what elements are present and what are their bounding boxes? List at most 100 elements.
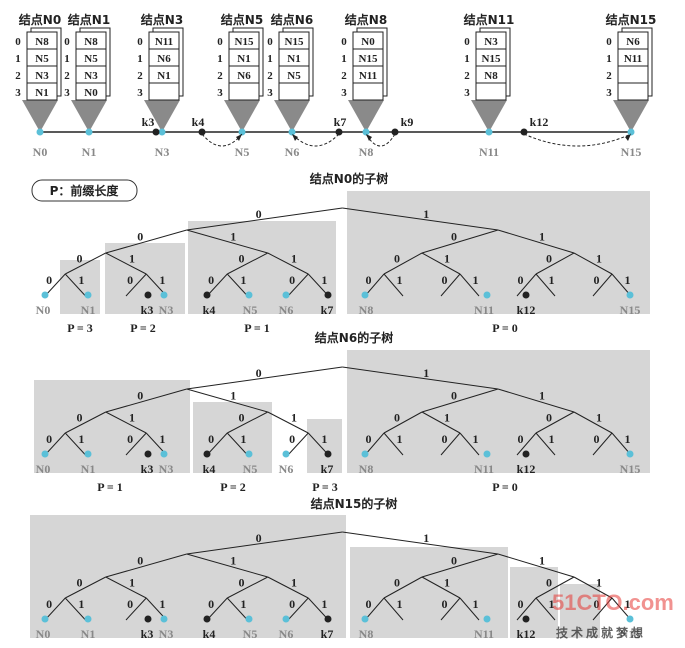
edge-bit-label: 1 [129,411,135,425]
edge-bit-label: 0 [594,597,600,611]
tree-title-n0: 结点N0的子树 [310,171,388,186]
table-cell-text: N11 [359,70,377,82]
table-row-index: 1 [217,53,223,65]
tree-edge [383,273,404,297]
tree-edge [105,553,187,578]
tree-leaf [41,291,49,299]
tree-edge [535,432,556,456]
table-cell-text: N15 [359,53,378,65]
prefix-shade [560,584,600,638]
tree-leaf [160,291,168,299]
tree-edge [440,273,461,297]
tree-leaf [84,291,92,299]
edge-bit-label: 1 [596,411,602,425]
edge-bit-label: 1 [291,411,297,425]
tree-edge [364,273,385,297]
edge-bit-label: 1 [159,432,165,446]
tree-edge [186,366,343,390]
ring-key-label: k3 [142,115,155,129]
table-cell-text: N1 [287,53,300,65]
tree-edge [64,273,86,297]
edge-bit-label: 1 [539,389,545,403]
ring-node [238,128,246,136]
watermark: 51CTO.com 技术成就梦想 [552,590,674,640]
tree-edge [573,252,613,275]
tree-edge [459,432,480,456]
table-row-index: 0 [464,36,470,48]
edge-bit-label: 1 [444,576,450,590]
prefix-shade [60,260,100,314]
table-cell-text: N5 [287,70,301,82]
tree-edge [342,207,499,231]
table-row-index: 2 [137,70,143,82]
leaf-label: N6 [279,627,294,641]
edge-bit-label: 1 [129,252,135,266]
edge-bit-label: 1 [444,252,450,266]
watermark-slogan: 技术成就梦想 [556,625,646,640]
edge-bit-label: 1 [240,597,246,611]
edge-bit-label: 1 [321,273,327,287]
ring-key-label: k4 [192,115,205,129]
ring-node [85,128,93,136]
tree-edge [44,597,66,621]
tree-edge [186,229,268,254]
leaf-label: k7 [321,303,334,317]
edge-bit-label: 0 [127,597,133,611]
tree-leaf [41,615,49,623]
ring-key [335,128,343,136]
edge-bit-label: 1 [321,432,327,446]
edge-bit-label: 0 [127,273,133,287]
edge-bit-label: 0 [366,432,372,446]
ring-node-label: N11 [479,145,499,159]
leaf-label: k3 [141,303,154,317]
edge-bit-label: 1 [596,252,602,266]
leaf-label: N6 [279,462,294,476]
leaf-label: N15 [620,627,641,641]
edge-bit-label: 1 [549,432,555,446]
edge-bit-label: 1 [423,207,429,221]
tree-edge [342,531,499,555]
table-cell [278,82,310,101]
edge-bit-label: 1 [596,576,602,590]
edge-bit-label: 0 [256,207,262,221]
edge-bit-label: 0 [366,597,372,611]
table-row-index: 0 [606,36,612,48]
node-table-title: 结点N0 [19,12,61,27]
tree-leaf [203,291,211,299]
table-cell-text: N15 [285,36,304,48]
edge-bit-label: 0 [289,597,295,611]
edge-bit-label: 0 [546,576,552,590]
tree-leaf [144,450,152,458]
tree-leaf [626,615,634,623]
tree-edge [64,432,86,456]
tree-leaf [324,291,332,299]
edge-bit-label: 0 [239,411,245,425]
table-cell-text: N3 [35,70,49,82]
tree-edge [206,597,228,621]
tree-edge [186,553,268,578]
table-cell-text: N3 [84,70,98,82]
ring-key-label: k12 [530,115,549,129]
tree-edge [497,388,575,413]
tree-edge [65,252,106,275]
tree-leaf [144,291,152,299]
table-funnel [144,100,180,132]
edge-bit-label: 1 [291,252,297,266]
tree-edge [383,597,404,621]
edge-bit-label: 0 [451,554,457,568]
table-cell-text: N8 [35,36,49,48]
prefix-length-label: P = 3 [584,645,610,648]
tree-edge [421,411,461,434]
edge-bit-label: 0 [289,432,295,446]
edge-bit-label: 1 [397,432,403,446]
tree-edge [516,273,537,297]
edge-bit-label: 1 [549,273,555,287]
prefix-shade [193,402,272,473]
table-funnel [22,100,58,132]
leaf-label: N5 [243,627,258,641]
leaf-label: N3 [159,303,174,317]
table-row-index: 0 [15,36,21,48]
table-row-index: 3 [267,87,273,99]
